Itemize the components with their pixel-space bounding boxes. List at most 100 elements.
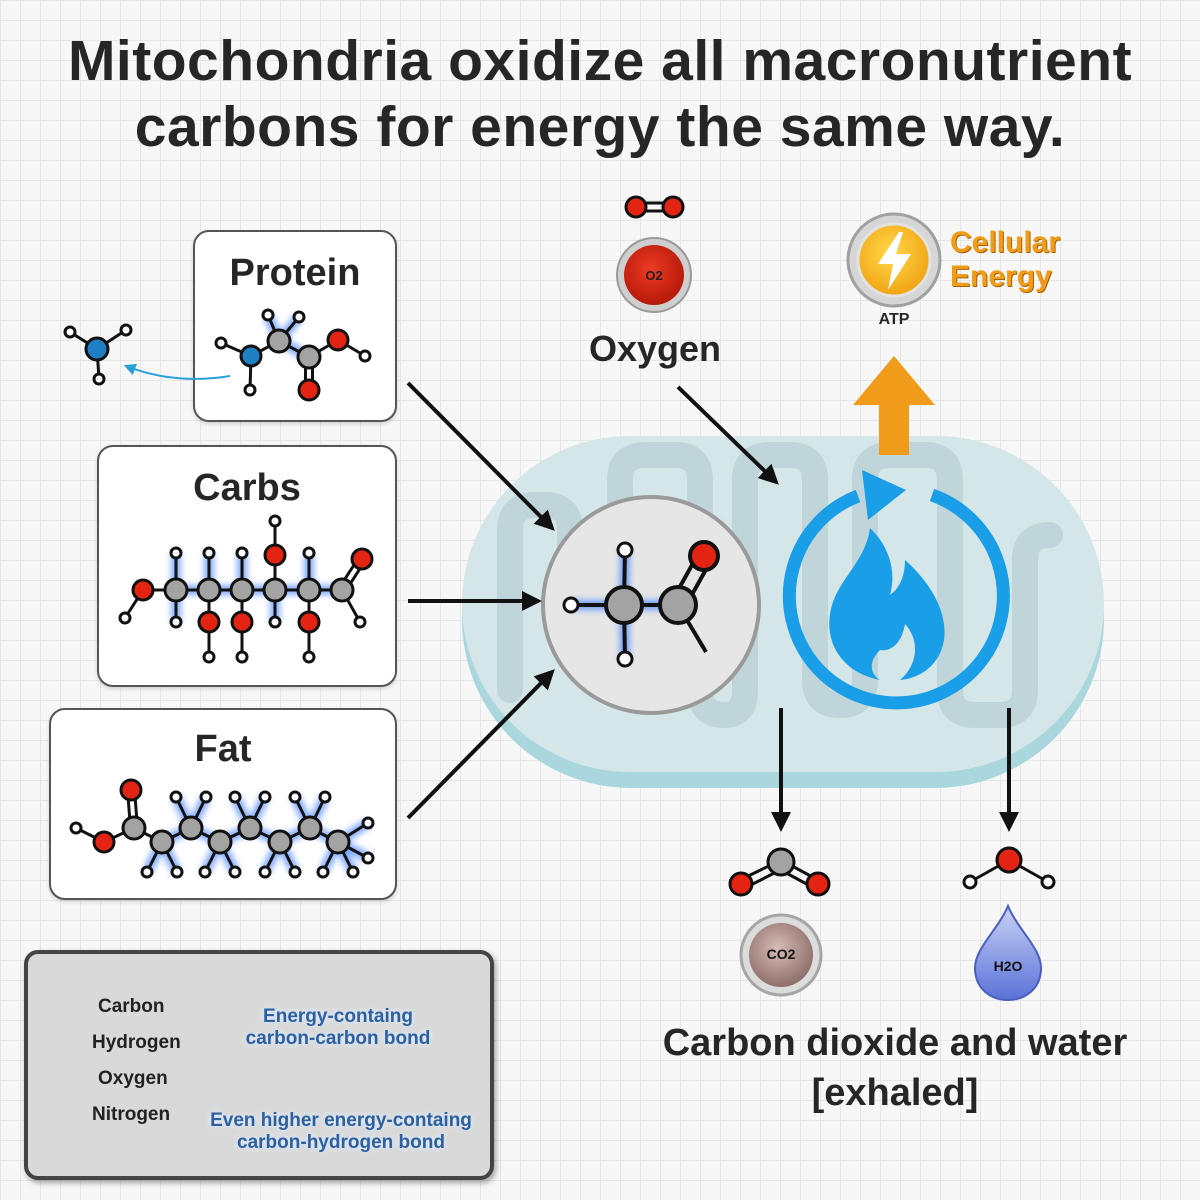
- o2-badge-text: O2: [645, 268, 663, 283]
- oxygen-atom: [119, 778, 143, 802]
- atp-badge: [846, 212, 942, 308]
- oxygen-molecule: [624, 195, 685, 219]
- flame-icon: [829, 528, 945, 680]
- oxygen-atom: [297, 378, 321, 402]
- cycle-arrow-icon: [782, 470, 1010, 710]
- hydrogen-atom: [202, 546, 216, 560]
- legend-hydrogen-label: Hydrogen: [92, 1032, 181, 1053]
- carbon-atom: [229, 577, 255, 603]
- hydrogen-atom: [214, 336, 228, 350]
- page-title: Mitochondria oxidize all macronutrient c…: [0, 28, 1200, 160]
- oxygen-atom: [326, 328, 350, 352]
- hydrogen-atom: [169, 615, 183, 629]
- carbon-atom: [329, 577, 355, 603]
- water-drop-icon: [973, 903, 1043, 1002]
- hydrogen-atom: [258, 865, 272, 879]
- hydrogen-atom: [243, 383, 257, 397]
- hydrogen-atom: [292, 310, 306, 324]
- h2o-molecule: [962, 846, 1056, 890]
- nitrogen-atom: [239, 344, 263, 368]
- legend-nitrogen-label: Nitrogen: [92, 1104, 171, 1125]
- carbon-atom: [163, 577, 189, 603]
- oxygen-label: Oxygen: [588, 328, 722, 369]
- atp-label: ATP: [878, 311, 910, 328]
- hydrogen-atom: [318, 790, 332, 804]
- hydrogen-atom: [302, 650, 316, 664]
- hydrogen-atom: [169, 546, 183, 560]
- hydrogen-atom: [288, 865, 302, 879]
- hydrogen-atom: [316, 865, 330, 879]
- fat-molecule: [69, 778, 375, 879]
- hydrogen-atom: [353, 615, 367, 629]
- legend-carbon-label: Carbon: [98, 996, 165, 1017]
- legend-oxygen-label: Oxygen: [98, 1068, 168, 1089]
- h2o-badge-text: H2O: [993, 958, 1023, 974]
- hydrogen-atom: [69, 821, 83, 835]
- hydrogen-atom: [288, 790, 302, 804]
- carbon-atom: [266, 328, 292, 354]
- carb-molecule: [118, 514, 374, 664]
- oxygen-atom: [197, 610, 221, 634]
- title-line-1: Mitochondria oxidize all macronutrient: [67, 29, 1133, 93]
- oxygen-atom: [92, 830, 116, 854]
- hydrogen-atom: [346, 865, 360, 879]
- hydrogen-atom: [170, 865, 184, 879]
- hydrogen-atom: [261, 308, 275, 322]
- carbon-atom: [262, 577, 288, 603]
- hydrogen-atom: [358, 349, 372, 363]
- hydrogen-atom: [169, 790, 183, 804]
- carbon-atom: [267, 829, 293, 855]
- oxygen-atom: [230, 610, 254, 634]
- oxygen-atom: [263, 543, 287, 567]
- hydrogen-atom: [198, 865, 212, 879]
- protein-arrow: [406, 381, 555, 531]
- hydrogen-atom: [361, 851, 375, 865]
- hydrogen-atom: [228, 790, 242, 804]
- carbon-atom: [178, 815, 204, 841]
- hydrogen-atom: [235, 650, 249, 664]
- oxygen-atom: [297, 610, 321, 634]
- hydrogen-atom: [140, 865, 154, 879]
- carbon-atom: [297, 815, 323, 841]
- fat-arrow: [406, 669, 555, 820]
- hydrogen-atom: [199, 790, 213, 804]
- oxygen-atom: [350, 547, 374, 571]
- ammonia-molecule: [63, 323, 133, 386]
- oxygen-arrow: [676, 385, 779, 485]
- carbon-atom: [207, 829, 233, 855]
- carbon-atom: [296, 344, 322, 370]
- atp-up-arrow: [853, 356, 935, 455]
- acetyl-group: [541, 495, 761, 715]
- hydrogen-atom: [202, 650, 216, 664]
- hydrogen-atom: [228, 865, 242, 879]
- carbon-atom: [296, 577, 322, 603]
- title-line-2: carbons for energy the same way.: [134, 95, 1066, 159]
- hydrogen-atom: [268, 615, 282, 629]
- carbs-label: Carbs: [193, 467, 301, 509]
- carbon-atom: [121, 815, 147, 841]
- hydrogen-atom: [361, 816, 375, 830]
- flow-arrows: [406, 381, 1019, 832]
- outputs-label: Carbon dioxide and water[exhaled]: [662, 1022, 1128, 1114]
- legend-box: Carbon Hydrogen Oxygen Nitrogen Energy-c…: [24, 950, 494, 1180]
- carbon-atom: [196, 577, 222, 603]
- oxygen-badge: [616, 237, 692, 313]
- oxygen-atom: [131, 578, 155, 602]
- co2-badge: [739, 913, 823, 997]
- hydrogen-atom: [118, 611, 132, 625]
- hydrogen-atom: [258, 790, 272, 804]
- hydrogen-atom: [268, 514, 282, 528]
- co2-molecule: [728, 847, 831, 897]
- carbon-atom: [149, 829, 175, 855]
- protein-label: Protein: [229, 252, 361, 294]
- fat-panel: Fat: [49, 708, 397, 900]
- hydrogen-atom: [235, 546, 249, 560]
- co2-badge-text: CO2: [766, 946, 796, 962]
- protein-molecule: [214, 308, 372, 402]
- protein-panel: Protein: [193, 230, 397, 422]
- lightning-icon: [878, 232, 911, 290]
